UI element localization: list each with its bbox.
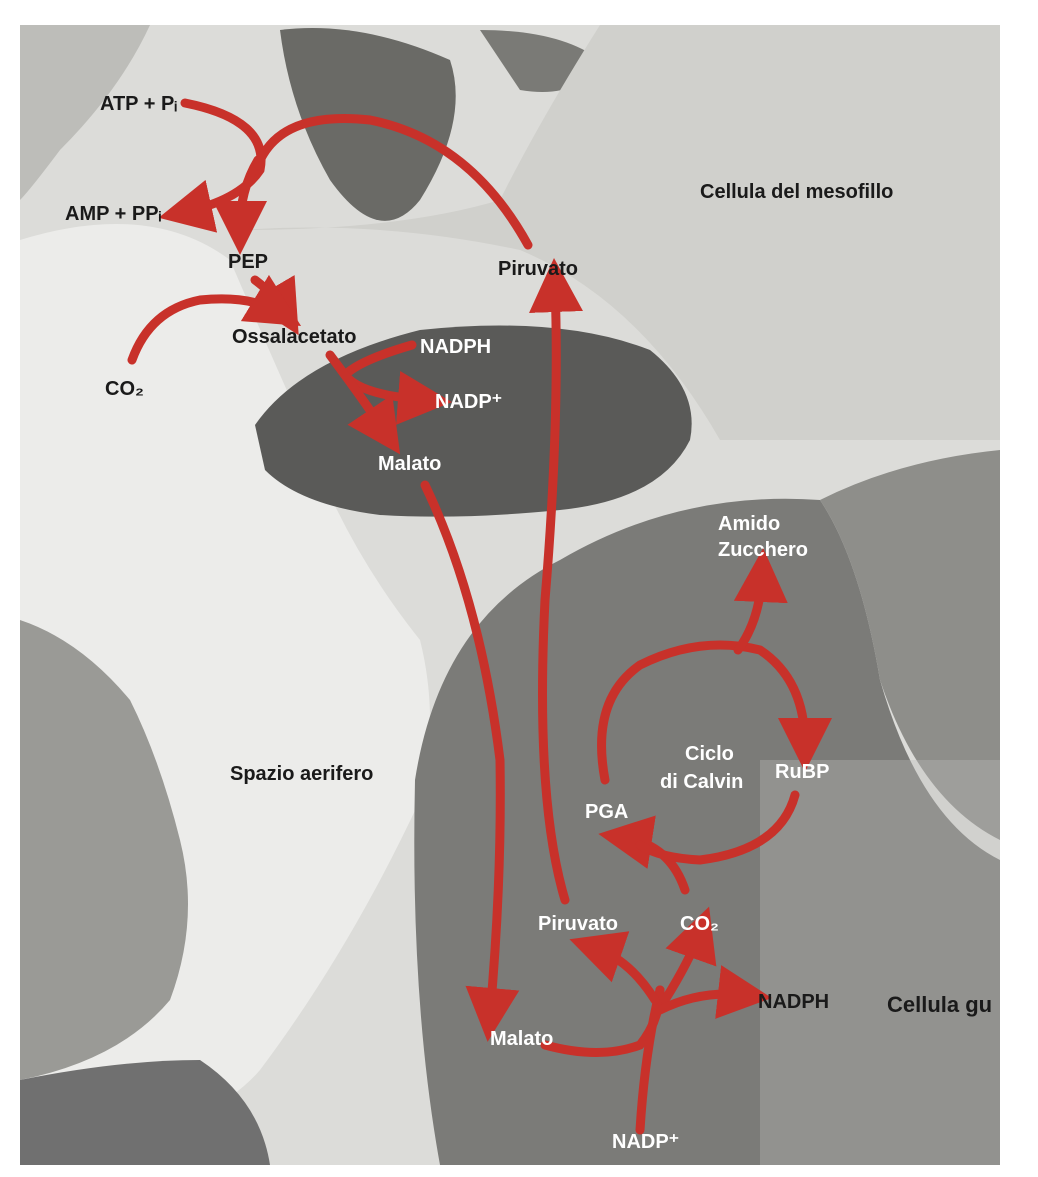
label-pga: PGA: [585, 801, 628, 823]
label-piruvato-top: Piruvato: [498, 258, 578, 280]
label-malato-bottom: Malato: [490, 1028, 553, 1050]
label-co2-left: CO₂: [105, 378, 144, 400]
label-zucchero: Zucchero: [718, 539, 808, 561]
label-cellula-mesofillo: Cellula del mesofillo: [700, 181, 893, 203]
label-spazio-aerifero: Spazio aerifero: [230, 763, 373, 785]
label-ossalacetato: Ossalacetato: [232, 326, 357, 348]
label-rubp: RuBP: [775, 761, 829, 783]
label-nadp-top: NADP⁺: [435, 391, 502, 413]
label-amido: Amido: [718, 513, 780, 535]
label-ciclo: Ciclo: [685, 743, 734, 765]
label-pep: PEP: [228, 251, 268, 273]
label-nadph-bottom: NADPH: [758, 991, 829, 1013]
label-malato-top: Malato: [378, 453, 441, 475]
label-atp-pi: ATP + Pᵢ: [100, 93, 177, 115]
label-co2-bottom: CO₂: [680, 913, 719, 935]
label-piruvato-bottom: Piruvato: [538, 913, 618, 935]
label-cellula-guaina: Cellula gu: [887, 992, 992, 1017]
label-amp-ppi: AMP + PPᵢ: [65, 203, 162, 225]
label-di-calvin: di Calvin: [660, 771, 743, 793]
label-nadph-top: NADPH: [420, 336, 491, 358]
label-nadp-bottom: NADP⁺: [612, 1131, 679, 1153]
